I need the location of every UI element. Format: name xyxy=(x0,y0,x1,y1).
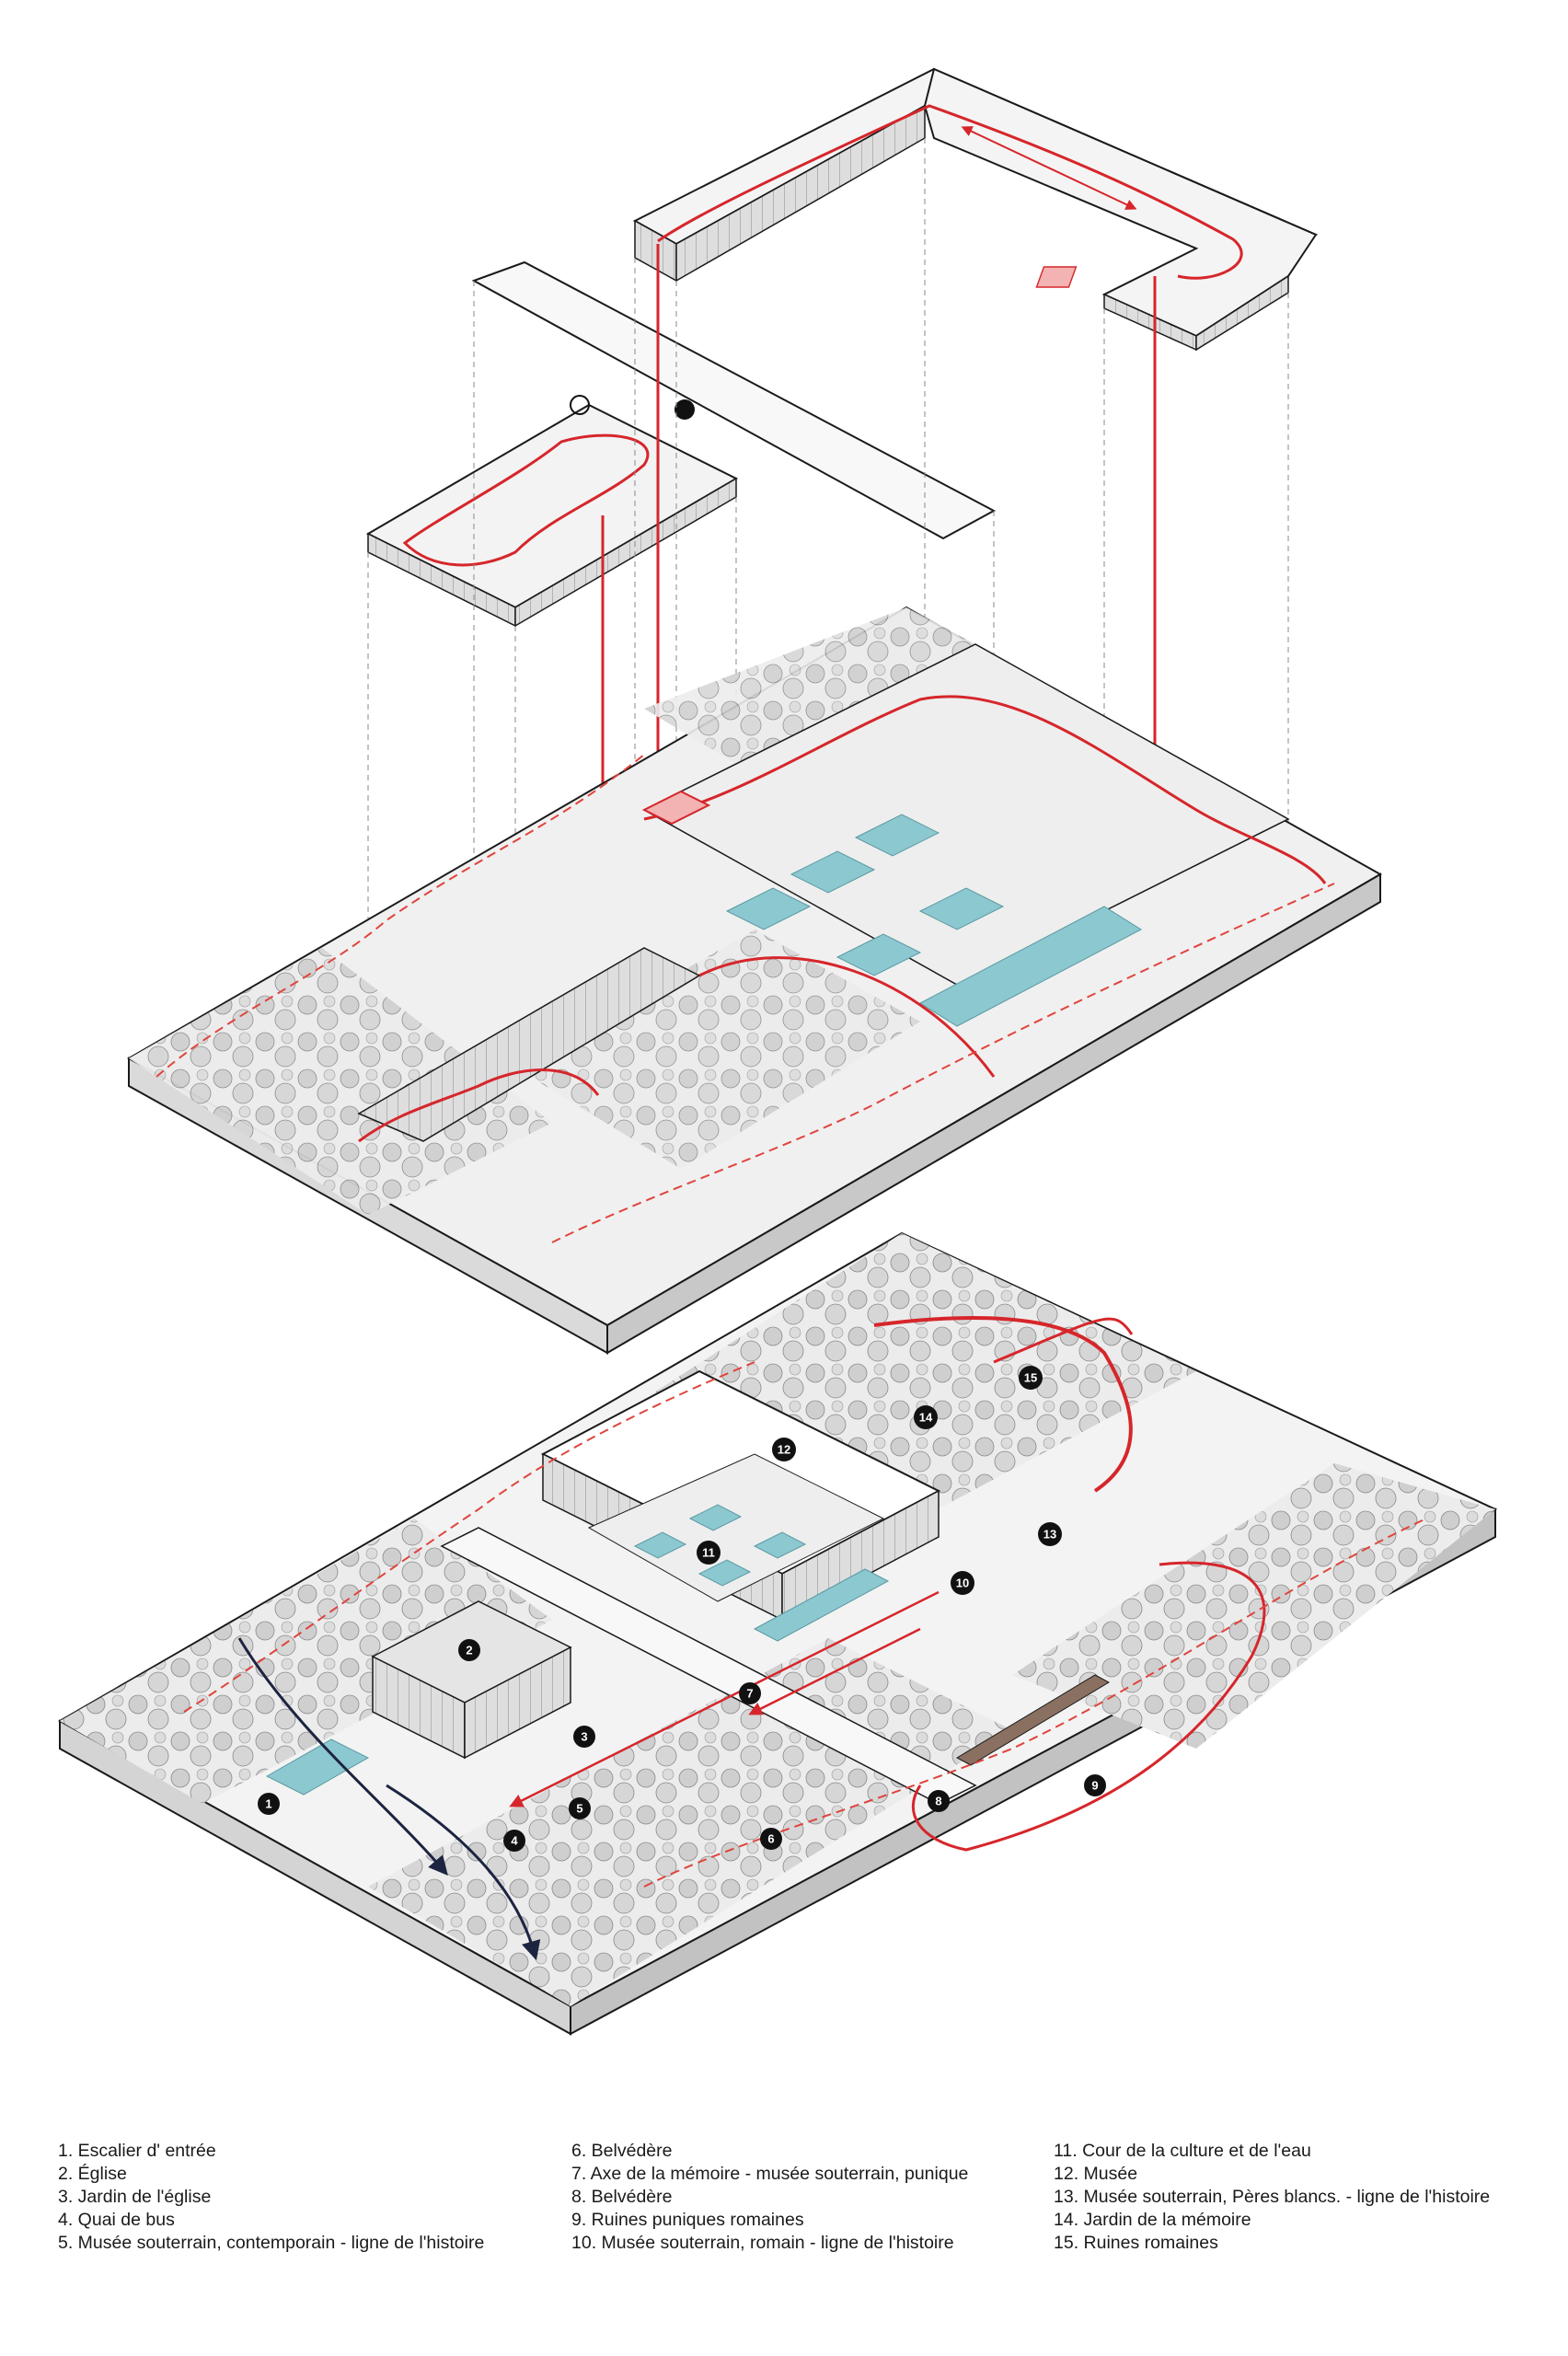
legend-item: 6. Belvédère xyxy=(571,2141,673,2161)
svg-text:6: 6 xyxy=(767,1832,774,1846)
legend-item: 14. Jardin de la mémoire xyxy=(1054,2210,1251,2230)
legend-item: 3. Jardin de l'église xyxy=(58,2187,212,2207)
legend-column-2: 6. Belvédère 7. Axe de la mémoire - musé… xyxy=(571,2140,968,2255)
svg-text:7: 7 xyxy=(746,1687,753,1701)
legend-item: 8. Belvédère xyxy=(571,2187,673,2207)
marker-12: 12 xyxy=(772,1438,796,1461)
svg-text:3: 3 xyxy=(581,1730,587,1744)
svg-text:9: 9 xyxy=(1091,1779,1098,1793)
legend-item: 9. Ruines puniques romaines xyxy=(571,2210,804,2230)
svg-text:1: 1 xyxy=(265,1797,271,1811)
marker-7: 7 xyxy=(739,1682,761,1704)
marker-15: 15 xyxy=(1019,1366,1043,1390)
legend-item: 4. Quai de bus xyxy=(58,2210,175,2230)
legend-item: 13. Musée souterrain, Pères blancs. - li… xyxy=(1054,2187,1491,2207)
marker-6: 6 xyxy=(760,1828,782,1850)
svg-text:2: 2 xyxy=(466,1644,472,1657)
marker-11: 11 xyxy=(697,1541,721,1565)
legend-item: 12. Musée xyxy=(1054,2164,1138,2184)
svg-text:10: 10 xyxy=(956,1576,969,1590)
site-markers: 1 2 3 4 5 6 7 8 9 10 11 12 13 14 15 xyxy=(258,1366,1106,1852)
legend-item: 1. Escalier d' entrée xyxy=(58,2141,216,2161)
svg-text:8: 8 xyxy=(935,1795,941,1808)
svg-text:12: 12 xyxy=(778,1443,790,1457)
legend-item: 7. Axe de la mémoire - musée souterrain,… xyxy=(571,2164,969,2184)
legend-item: 10. Musée souterrain, romain - ligne de … xyxy=(571,2233,954,2253)
legend-item: 2. Église xyxy=(58,2164,127,2184)
marker-5: 5 xyxy=(569,1797,591,1819)
middle-crypt-level xyxy=(365,260,997,628)
upper-gallery-level xyxy=(632,67,1319,352)
underground-museum-slab xyxy=(126,606,1383,1355)
svg-text:4: 4 xyxy=(511,1834,518,1848)
axonometric-diagram: 1 2 3 4 5 6 7 8 9 10 11 12 13 14 15 xyxy=(57,67,1498,2036)
marker-13: 13 xyxy=(1038,1522,1062,1546)
svg-text:14: 14 xyxy=(919,1411,933,1425)
legend-column-1: 1. Escalier d' entrée 2. Église 3. Jardi… xyxy=(58,2140,484,2255)
site-ground-slab xyxy=(57,1231,1498,2036)
svg-text:15: 15 xyxy=(1024,1371,1037,1385)
marker-1: 1 xyxy=(258,1793,280,1815)
svg-text:13: 13 xyxy=(1043,1528,1056,1542)
marker-4: 4 xyxy=(503,1830,525,1852)
marker-14: 14 xyxy=(914,1405,938,1429)
legend-column-3: 11. Cour de la culture et de l'eau 12. M… xyxy=(1054,2140,1490,2255)
marker-8: 8 xyxy=(928,1790,950,1812)
legend: 1. Escalier d' entrée 2. Église 3. Jardi… xyxy=(58,2140,1530,2324)
svg-text:11: 11 xyxy=(702,1546,715,1560)
legend-item: 15. Ruines romaines xyxy=(1054,2233,1218,2253)
legend-item: 5. Musée souterrain, contemporain - lign… xyxy=(58,2233,485,2253)
marker-2: 2 xyxy=(458,1639,480,1661)
marker-10: 10 xyxy=(951,1571,974,1595)
svg-text:5: 5 xyxy=(576,1802,582,1816)
marker-9: 9 xyxy=(1084,1774,1106,1796)
marker-3: 3 xyxy=(573,1726,595,1748)
legend-item: 11. Cour de la culture et de l'eau xyxy=(1054,2141,1311,2161)
